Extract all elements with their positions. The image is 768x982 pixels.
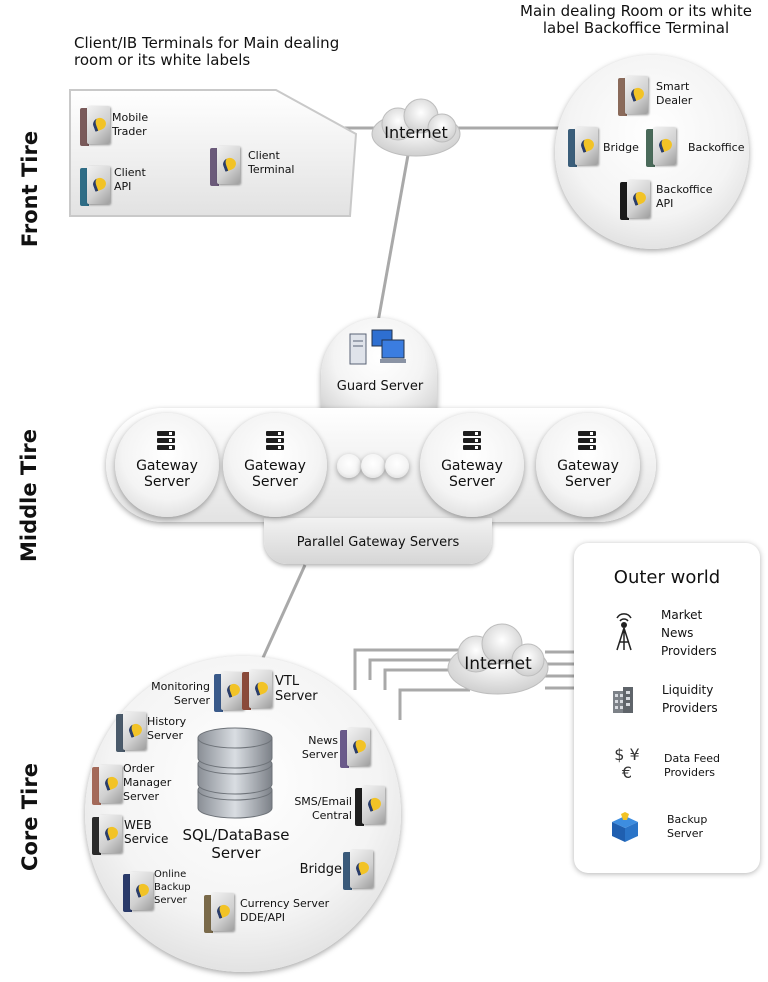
- gateway-disc-2: [223, 413, 327, 517]
- currency-server-label: Currency Server DDE/API: [240, 897, 330, 924]
- currency-symbols-icon: $ ¥€: [614, 745, 640, 782]
- web-service-label: WEB Service: [124, 818, 169, 846]
- smart-dealer-icon: [618, 76, 648, 116]
- internet-cloud-top: [371, 98, 461, 157]
- vtl-label: VTL Server: [275, 674, 318, 704]
- middle-tier-label: Middle Tire: [17, 428, 41, 562]
- front-tier-label: Front Tire: [18, 130, 42, 248]
- parallel-gateway-label: Parallel Gateway Servers: [296, 535, 460, 550]
- ellipsis-dot-3: [385, 454, 409, 478]
- core-tier-label: Core Tire: [18, 763, 42, 871]
- database-icon: [197, 727, 273, 819]
- web-service-icon: [92, 815, 122, 855]
- client-api-label: Client API: [114, 166, 146, 193]
- history-icon: [116, 712, 146, 752]
- news-label: News Server: [301, 734, 338, 761]
- gateway-label-3: Gateway Server: [441, 458, 503, 490]
- gateway-label-4: Gateway Server: [557, 458, 619, 490]
- sms-email-icon: [355, 786, 385, 826]
- gateway-icon-1: [157, 431, 175, 453]
- outer-world-panel: [574, 543, 760, 873]
- monitoring-icon: [214, 672, 244, 712]
- backup-server-label: Backup Server: [667, 813, 708, 840]
- monitoring-label: Monitoring Server: [151, 680, 210, 707]
- guard-server-label: Guard Server: [336, 379, 424, 394]
- building-icon: [613, 687, 633, 713]
- gateway-icon-4: [578, 431, 596, 453]
- gateway-disc-3: [420, 413, 524, 517]
- bridge-icon-front: [568, 127, 598, 167]
- client-terminal-label: Client Terminal: [248, 149, 295, 176]
- order-manager-icon: [92, 765, 122, 805]
- backoffice-label: Backoffice: [688, 141, 745, 154]
- client-terminal-icon: [210, 146, 240, 186]
- gateway-label-1: Gateway Server: [136, 458, 198, 490]
- client-heading: Client/IB Terminals for Main dealing roo…: [74, 34, 340, 69]
- outer-world-title: Outer world: [613, 567, 721, 588]
- market-news-label: Market News Providers: [661, 608, 717, 658]
- gateway-disc-4: [536, 413, 640, 517]
- bridge-icon-core: [343, 850, 373, 890]
- order-manager-label: Order Manager Server: [123, 762, 172, 803]
- ellipsis-dot-1: [337, 454, 361, 478]
- internet-label-core: Internet: [464, 654, 532, 674]
- ellipsis-dot-2: [361, 454, 385, 478]
- news-icon: [340, 728, 370, 768]
- dealer-heading: Main dealing Room or its white label Bac…: [520, 2, 752, 37]
- sql-label: SQL/DataBase Server: [182, 826, 290, 862]
- gateway-disc-1: [115, 413, 219, 517]
- currency-server-icon: [204, 893, 234, 933]
- bridge-label-core: Bridge: [299, 862, 342, 877]
- data-feed-label: Data Feed Providers: [664, 752, 721, 779]
- bridge-label-front: Bridge: [603, 141, 639, 154]
- backoffice-api-icon: [620, 180, 650, 220]
- internet-cloud-core: [447, 623, 549, 695]
- gateway-icon-2: [266, 431, 284, 453]
- smart-dealer-label: Smart Dealer: [656, 80, 693, 107]
- box-icon: [612, 812, 638, 842]
- gateway-icon-3: [463, 431, 481, 453]
- vtl-icon: [242, 670, 272, 710]
- internet-label-top: Internet: [384, 123, 448, 142]
- backoffice-icon: [646, 127, 676, 167]
- gateway-label-2: Gateway Server: [244, 458, 306, 490]
- liquidity-label: Liquidity Providers: [662, 683, 718, 715]
- antenna-icon: [616, 613, 632, 651]
- online-backup-icon: [123, 872, 153, 912]
- client-api-icon: [80, 166, 110, 206]
- online-backup-label: Online Backup Server: [154, 869, 191, 906]
- history-label: History Server: [147, 715, 187, 742]
- parallel-gateway-pill: [264, 518, 492, 564]
- sms-email-label: SMS/Email Central: [294, 795, 352, 822]
- mobile-trader-label: Mobile Trader: [112, 111, 149, 138]
- backoffice-api-label: Backoffice API: [656, 183, 713, 210]
- guard-server-icon: [349, 329, 406, 365]
- mobile-trader-icon: [80, 106, 110, 146]
